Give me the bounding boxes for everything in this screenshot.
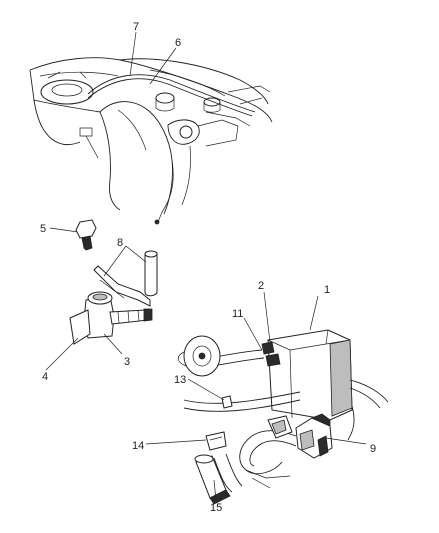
leader-line-6 — [149, 47, 177, 85]
leader-line-8b — [125, 245, 147, 263]
leader-line-11 — [243, 317, 263, 351]
leader-line-14 — [145, 439, 207, 445]
callout-5: 5 — [40, 223, 46, 235]
callout-2: 2 — [258, 280, 264, 292]
bolt-illustration — [49, 219, 97, 251]
callout-3: 3 — [124, 356, 130, 368]
callout-7: 7 — [133, 21, 139, 33]
canister-assembly-illustration — [177, 329, 389, 505]
leader-line-15 — [213, 479, 217, 501]
callout-6: 6 — [175, 37, 181, 49]
leader-line-2 — [263, 291, 271, 343]
callout-9: 9 — [370, 443, 376, 455]
callout-1: 1 — [324, 284, 330, 296]
vacuum-pump-illustration — [69, 250, 158, 345]
leader-line-4 — [45, 337, 79, 371]
callout-4: 4 — [42, 371, 48, 383]
leader-line-8a — [103, 245, 127, 277]
leader-line-7 — [129, 31, 137, 77]
leader-line-1 — [309, 295, 319, 331]
engine-bay-illustration — [29, 57, 273, 225]
leader-line-9 — [325, 437, 367, 445]
callout-15: 15 — [210, 502, 222, 514]
callout-8: 8 — [117, 237, 123, 249]
callout-13: 13 — [174, 374, 186, 386]
leader-line-13 — [187, 378, 225, 401]
callout-14: 14 — [132, 440, 144, 452]
callout-11: 11 — [232, 308, 243, 320]
leader-line-3 — [103, 333, 123, 355]
